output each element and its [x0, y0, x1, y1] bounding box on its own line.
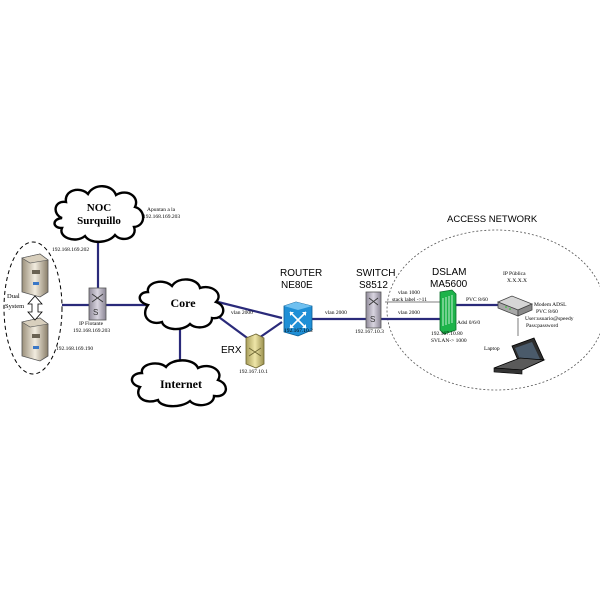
switch-s8512-icon: S [365, 291, 382, 329]
apuntan-label: Apuntan a la [147, 207, 176, 213]
vlan2000-dslam-label: vlan 2000 [398, 310, 420, 316]
ip-publica-label: IP Pública [503, 271, 526, 277]
network-links [62, 228, 500, 372]
system-label: System [5, 303, 25, 311]
pvc-link-label: PVC 8/60 [466, 297, 488, 303]
dual-system-group-outline [3, 241, 63, 375]
router-model-label: NE80E [281, 280, 313, 291]
vlan-core-label: vlan 2000 [231, 310, 253, 316]
server-top-ip-label: 192.168.169.202 [52, 247, 90, 253]
modem-pass-label: Pass:password [526, 323, 559, 329]
noc-cloud-title: NOC [86, 202, 112, 214]
laptop-icon [493, 337, 546, 375]
internet-cloud-label: Internet [160, 377, 202, 391]
server-bottom-icon [21, 317, 49, 362]
laptop-label: Laptop [484, 346, 500, 352]
core-cloud-label: Core [170, 296, 196, 310]
dslam-title-label: DSLAM [432, 267, 467, 278]
noc-cloud [53, 185, 145, 244]
modem-pvc-label: PVC 8/60 [536, 309, 558, 315]
noc-cloud-subtitle: Surquillo [77, 215, 121, 227]
svg-text:S: S [370, 315, 375, 324]
switch-model-label: S8512 [359, 280, 388, 291]
erx-label: ERX [221, 345, 242, 356]
modem-icon [496, 295, 534, 317]
adsl-port-label: Adsl 0/6/0 [457, 320, 481, 326]
dslam-icon [439, 289, 457, 335]
dual-system-arrow-icon [27, 295, 43, 321]
internet-cloud [130, 359, 227, 408]
apuntan-ip-label: 192.168.169.203 [143, 214, 181, 220]
access-network-title: ACCESS NETWORK [447, 214, 538, 225]
erx-icon [245, 333, 265, 369]
access-network-outline [386, 229, 600, 391]
ip-publica-value: X.X.X.X [507, 278, 528, 284]
svg-text:S: S [93, 308, 98, 317]
floating-ip-address-label: 192.168.169.203 [73, 328, 111, 334]
dslam-ip-label: 192.167.10.80 [431, 331, 463, 337]
switch-ip-label: 192.167.10.3 [355, 329, 384, 335]
core-cloud [138, 278, 225, 331]
vlan-router-switch-label: vlan 2000 [325, 310, 347, 316]
modem-user-label: User:usuario@speedy [525, 316, 574, 322]
dslam-model-label: MA5600 [430, 279, 468, 290]
stack-label: stack label ->11 [392, 297, 427, 303]
server-bottom-ip-label: 192.168.169.190 [56, 346, 94, 352]
link-core-to-router [217, 300, 283, 320]
floating-ip-label: IP Flotante [79, 321, 104, 327]
erx-ip-label: 192.167.10.1 [239, 369, 268, 375]
dual-label: Dual [7, 293, 20, 301]
router-title-label: ROUTER [280, 268, 323, 279]
vlan1000-label: vlan 1000 [398, 290, 420, 296]
floating-ip-switch-icon: S [88, 287, 107, 321]
svlan-label: SVLAN-> 1000 [431, 338, 467, 344]
switch-title-label: SWITCH [356, 268, 396, 279]
server-top-icon [21, 253, 49, 298]
modem-title-label: Modem ADSL [534, 302, 567, 308]
router-icon [283, 301, 313, 337]
router-ip-label: 192.167.10.2 [284, 328, 313, 334]
